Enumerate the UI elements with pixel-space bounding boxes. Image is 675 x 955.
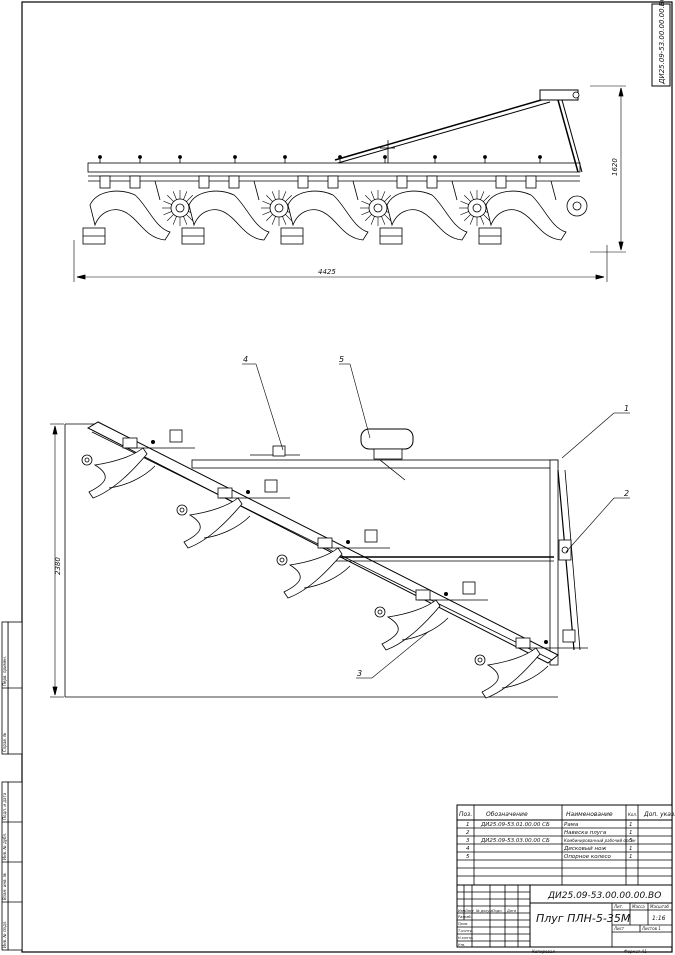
spec-header-4: Кол. (628, 812, 637, 817)
lit-label: Лит. (613, 904, 623, 909)
scale-value: 1:16 (652, 915, 666, 922)
role-5: Утв. (458, 943, 465, 947)
col-izm: Изм. (458, 909, 466, 913)
sheets-label: Листов 1 (641, 926, 661, 931)
spec-code: ДИ25.09-53.01.00.00 СБ (480, 822, 550, 828)
spec-qty: 1 (629, 830, 633, 836)
spec-header-5: Доп. указ. (643, 811, 675, 818)
title-block (456, 884, 673, 948)
col-sign: Подп. (492, 909, 503, 913)
role-1: Разраб. (458, 915, 472, 919)
spec-pos: 4 (466, 846, 470, 852)
top-stamp-code: ДИ25.09-53.00.00.00.ВО (658, 0, 666, 85)
spec-code: ДИ25.09-53.03.00.00 СБ (480, 838, 550, 844)
top-stamp: ДИ25.09-53.00.00.00.ВО (651, 0, 671, 87)
role-4: Н.контр. (458, 936, 474, 940)
callout-5: 5 (339, 355, 344, 364)
strip-label-3: Подп. и дата (2, 792, 7, 820)
copied-label: Копировал (532, 949, 555, 954)
scale-label: Масштаб (650, 904, 670, 909)
callout-4: 4 (243, 355, 248, 364)
plan-body-2 (176, 479, 290, 549)
strip-label-4: Инв. № дубл. (2, 833, 7, 860)
left-strip (1, 621, 23, 951)
spec-qty: 5 (629, 838, 633, 844)
spec-header-3: Наименование (566, 811, 613, 818)
spec-pos: 3 (466, 838, 470, 844)
drawing-title: Плуг ПЛН-5-35М (536, 912, 631, 925)
sheet-label: Лист (613, 926, 625, 931)
col-doc: № докум. (475, 909, 493, 913)
callout-1: 1 (624, 404, 629, 413)
side-body-5 (478, 175, 567, 245)
spec-qty: 1 (629, 854, 633, 860)
strip-label-7: Инв. № подл. (2, 920, 7, 948)
strip-label-5: Взам. инв. № (2, 873, 7, 900)
spec-qty: 1 (629, 846, 633, 852)
spec-name: Опорное колесо (564, 854, 611, 860)
spec-header-2: Обозначение (486, 811, 528, 818)
callout-2: 2 (624, 489, 629, 498)
spec-name: Комбинированный рабочий орган (564, 838, 636, 843)
plan-body-1 (81, 429, 195, 499)
spec-qty: 1 (629, 822, 633, 828)
role-3: Т.контр. (458, 929, 473, 933)
side-body-4 (379, 175, 495, 245)
side-body-3 (280, 175, 396, 245)
dim-plan-width: 2380 (54, 557, 62, 575)
spec-header-1: Поз. (459, 811, 472, 818)
format-label: Формат А1 (624, 949, 647, 954)
col-date: Дата (506, 909, 516, 913)
callout-3: 3 (357, 669, 362, 678)
spec-name: Навеска плуга (564, 830, 607, 836)
spec-pos: 5 (466, 854, 470, 860)
plan-body-3 (276, 529, 390, 599)
mass-label: Масса (632, 904, 645, 909)
col-list: Лист (464, 909, 475, 913)
strip-label-2: Справ. № (2, 733, 7, 752)
side-body-1 (82, 175, 198, 245)
plan-body-4 (374, 581, 488, 651)
side-body-2 (181, 175, 297, 245)
spec-pos: 2 (466, 830, 470, 836)
plan-view (50, 363, 630, 699)
dim-side-height: 1620 (611, 158, 619, 176)
sheet-frame (21, 1, 673, 953)
plan-body-5 (474, 629, 588, 699)
spec-name: Рама (564, 822, 579, 828)
side-view (73, 85, 626, 282)
dim-side-length: 4425 (318, 268, 336, 276)
title-code: ДИ25.09-53.00.00.00.ВО (547, 891, 661, 901)
spec-pos: 1 (466, 822, 470, 828)
strip-label-1: Перв. примен. (2, 656, 7, 686)
spec-table (456, 804, 673, 886)
spec-name: Дисковый нож (563, 846, 606, 852)
role-2: Пров. (458, 922, 468, 926)
